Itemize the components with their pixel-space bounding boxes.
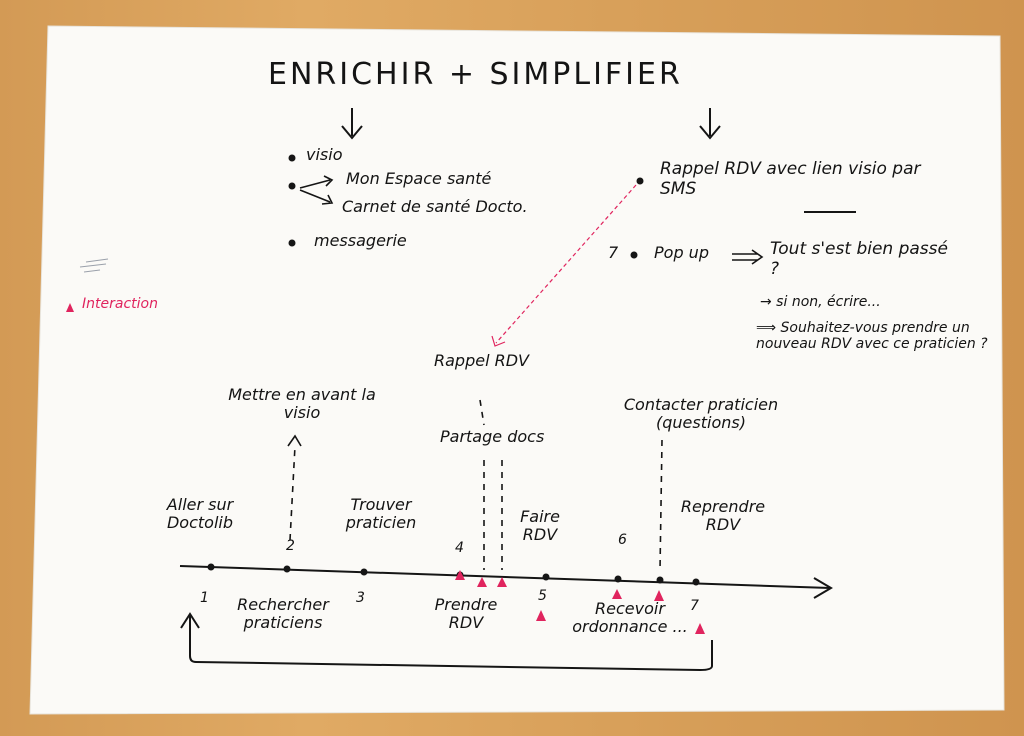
- popup-arrow: [732, 249, 764, 265]
- rappel-link-arrowhead: [491, 335, 506, 347]
- step-prendre-rdv: Prendre RDV: [434, 595, 498, 633]
- step-rechercher-praticiens: Rechercher praticiens: [237, 595, 329, 633]
- enrichir-item-visio: visio: [306, 145, 343, 164]
- interaction-markers: [66, 303, 705, 634]
- legend-interaction-label: Interaction: [82, 296, 158, 312]
- step-number-7: 7: [690, 598, 699, 614]
- enrichir-item-carnet: Carnet de santé Docto.: [342, 197, 528, 216]
- visio-arrowhead: [287, 434, 302, 447]
- popup-question: Tout s'est bien passé ?: [770, 239, 948, 279]
- enrichir-item-espace-sante: Mon Espace santé: [346, 169, 492, 188]
- step-reprendre-rdv: Reprendre RDV: [680, 497, 766, 535]
- step-number-4: 4: [455, 540, 464, 556]
- step-recevoir-ordonnance: Recevoir ordonnance ...: [572, 599, 688, 637]
- heading-arrows: [341, 108, 721, 140]
- step-faire-rdv: Faire RDV: [520, 507, 560, 545]
- step-rappel-rdv: Rappel RDV: [434, 351, 529, 370]
- step-number-5: 5: [538, 588, 547, 604]
- step-number-2: 2: [286, 538, 295, 554]
- step-aller-doctolib: Aller sur Doctolib: [166, 495, 234, 533]
- enrichir-item-messagerie: messagerie: [314, 231, 407, 250]
- step-number-3: 3: [356, 590, 365, 606]
- popup-souhaitez: ⟹ Souhaitez-vous prendre un nouveau RDV …: [756, 320, 988, 353]
- popup-label: Pop up: [654, 243, 709, 262]
- smudge: [79, 258, 109, 273]
- rappel-link-arrow: [495, 184, 637, 344]
- step-number-1: 1: [200, 590, 209, 606]
- dashed-links: [289, 399, 663, 571]
- step-partage-docs: Partage docs: [440, 427, 545, 446]
- step-contacter-praticien: Contacter praticien (questions): [623, 395, 779, 433]
- bullets: [288, 154, 644, 259]
- popup-si-non: → si non, écrire...: [760, 294, 881, 310]
- loop-arrow: [180, 612, 713, 672]
- step-mettre-en-avant-visio: Mettre en avant la visio: [228, 385, 376, 423]
- branch-arrows: [299, 175, 334, 205]
- popup-number: 7: [608, 243, 619, 262]
- step-number-6: 6: [618, 532, 627, 548]
- simplifier-rappel: Rappel RDV avec lien visio par SMS: [660, 159, 921, 199]
- step-trouver-praticien: Trouver praticien: [345, 495, 417, 533]
- page-title: ENRICHIR + SIMPLIFIER: [268, 57, 683, 92]
